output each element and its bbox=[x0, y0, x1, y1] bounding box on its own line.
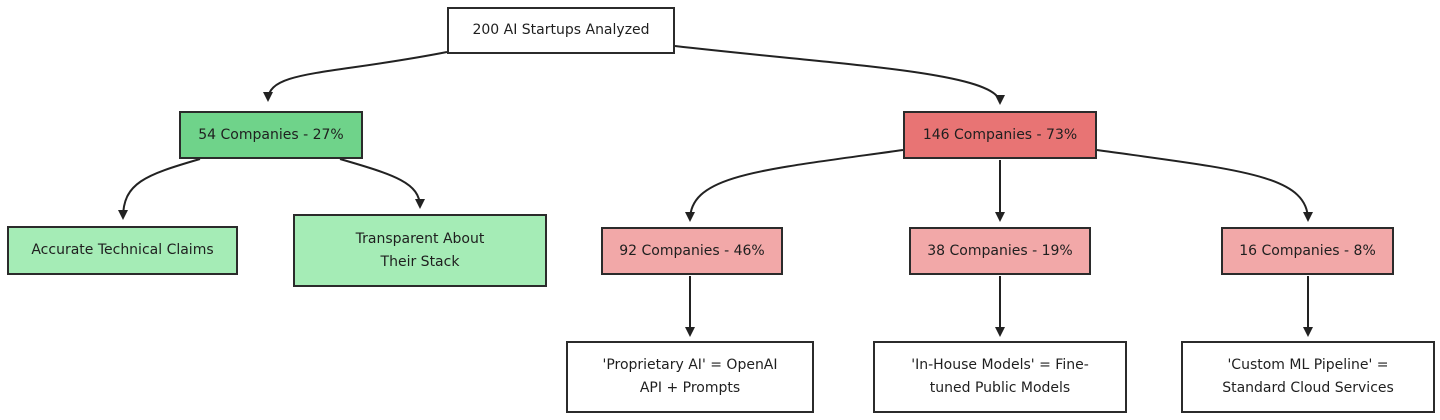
node-accurate-claims[interactable]: Accurate Technical Claims bbox=[7, 226, 238, 275]
edge-root-to-misleading-group bbox=[674, 45, 1005, 105]
node-accurate-group[interactable]: 54 Companies - 27% bbox=[179, 111, 363, 159]
edge-accurate-group-to-transparent-stack bbox=[339, 158, 425, 209]
node-misleading-group[interactable]: 146 Companies - 73% bbox=[903, 111, 1097, 159]
edge-accurate-group-to-accurate-claims bbox=[118, 158, 201, 220]
node-finetuned-group[interactable]: 38 Companies - 19% bbox=[909, 227, 1091, 275]
node-cloud-group[interactable]: 16 Companies - 8% bbox=[1221, 227, 1394, 275]
edge-misleading-group-to-cloud-group bbox=[1096, 149, 1313, 222]
edge-root-to-accurate-group bbox=[263, 51, 448, 102]
node-inhouse-models[interactable]: 'In-House Models' = Fine-tuned Public Mo… bbox=[873, 341, 1127, 413]
node-proprietary-ai[interactable]: 'Proprietary AI' = OpenAI API + Prompts bbox=[566, 341, 814, 413]
edge-misleading-group-to-openai-group bbox=[685, 149, 904, 222]
node-custom-ml[interactable]: 'Custom ML Pipeline' = Standard Cloud Se… bbox=[1181, 341, 1435, 413]
node-root[interactable]: 200 AI Startups Analyzed bbox=[447, 7, 675, 54]
node-transparent-stack[interactable]: Transparent About Their Stack bbox=[293, 214, 547, 287]
node-openai-group[interactable]: 92 Companies - 46% bbox=[601, 227, 783, 275]
